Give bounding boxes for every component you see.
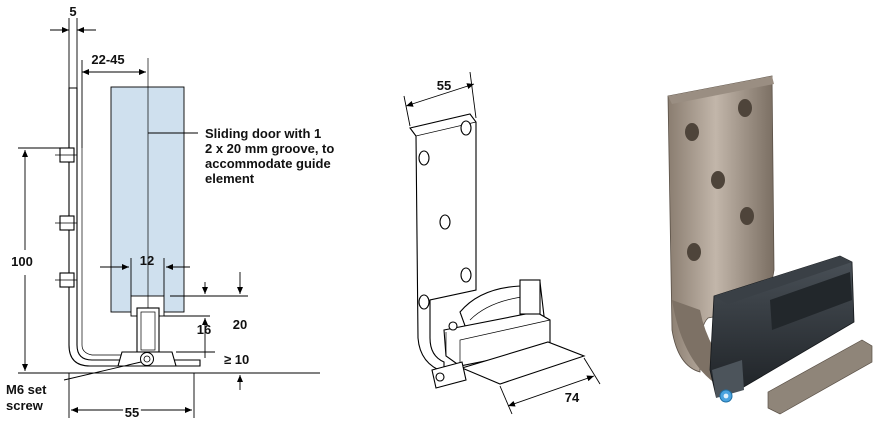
isometric-drawing: 55 74 <box>403 71 601 415</box>
door-note-line-4: element <box>205 171 255 186</box>
dim-16-label: 16 <box>197 322 211 337</box>
set-screw-label-1: M6 set <box>6 382 47 397</box>
dim-20-label: 20 <box>233 317 247 332</box>
dim-22-45-label: 22-45 <box>91 52 124 67</box>
product-photo <box>667 75 873 415</box>
door-note-line-3: accommodate guide <box>205 156 331 171</box>
dim-ge10-label: ≥ 10 <box>224 352 249 367</box>
dim-100-label: 100 <box>11 254 33 269</box>
dim-12-label: 12 <box>140 253 154 268</box>
set-screw-label-2: screw <box>6 398 44 413</box>
dim-5-label: 5 <box>69 4 76 19</box>
side-section-drawing: 5 22-45 100 12 16 20 ≥ 10 55 <box>6 4 334 422</box>
door-note-line-1: Sliding door with 1 <box>205 126 321 141</box>
dim-55-bottom-label: 55 <box>125 405 139 420</box>
door-note-line-2: 2 x 20 mm groove, to <box>205 141 334 156</box>
bracket-profile <box>68 87 201 367</box>
glass-door <box>110 86 185 313</box>
dim-55-iso-label: 55 <box>437 78 451 93</box>
dim-74-label: 74 <box>565 390 580 405</box>
